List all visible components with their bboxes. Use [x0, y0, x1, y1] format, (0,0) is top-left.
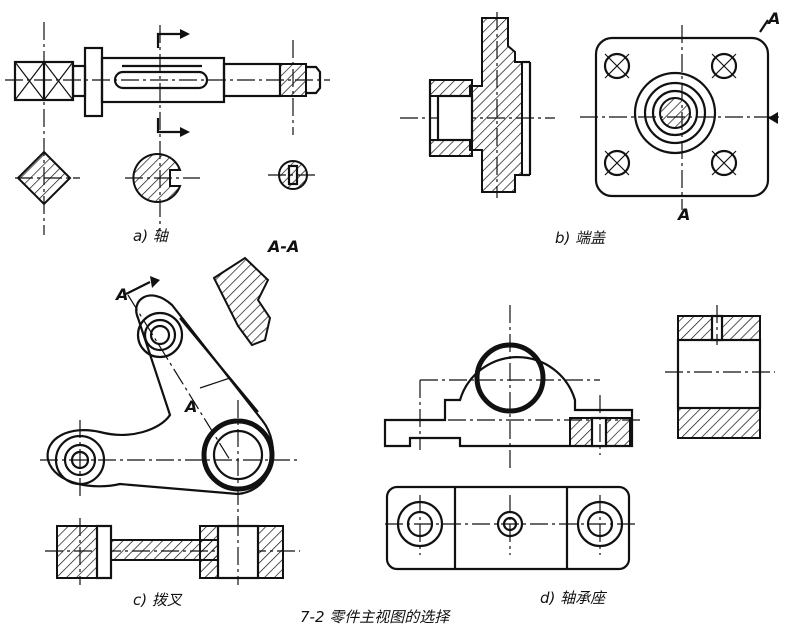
fork-section-aa: A-A: [212, 237, 299, 347]
caption-c: c) 拨叉: [133, 591, 183, 609]
endcap-side-view: [400, 12, 555, 198]
caption-a: a) 轴: [133, 227, 170, 245]
shaft-sections: [15, 150, 318, 206]
label-b-bottom: A: [676, 205, 690, 224]
figure-caption: 7-2 零件主视图的选择: [300, 608, 451, 626]
label-c-arm: A: [183, 397, 197, 416]
fork-main-view: A A: [40, 276, 300, 520]
bearing-front-view: [383, 305, 640, 470]
caption-b: b) 端盖: [555, 229, 606, 247]
shaft-view: [5, 22, 330, 235]
bearing-top-view: [385, 485, 635, 571]
caption-d: d) 轴承座: [540, 589, 607, 607]
bearing-side-view: [665, 305, 775, 439]
label-b-top: A: [766, 9, 780, 28]
label-c-section-title: A-A: [266, 237, 299, 256]
fork-top-view: [45, 518, 300, 585]
endcap-front-view: A A: [580, 9, 783, 224]
label-c-cut: A: [114, 285, 128, 304]
